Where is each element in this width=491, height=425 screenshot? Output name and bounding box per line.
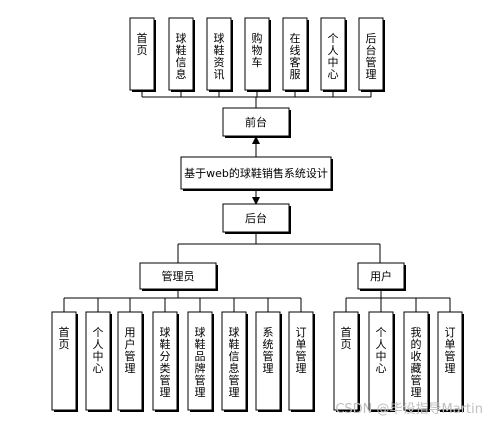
admin-module-7: 系统管理 — [255, 311, 282, 412]
admin-module-2: 个人中心 — [85, 311, 112, 412]
front-module-4-label: 购物车 — [252, 31, 263, 69]
front-module-7-label: 后台管理 — [366, 32, 377, 81]
user-module-4-label: 订单管理 — [445, 326, 456, 375]
admin-module-7-label: 系统管理 — [263, 326, 274, 375]
admin-module-6-label: 球鞋信息管理 — [229, 325, 240, 399]
admin-module-1-label: 首页 — [59, 325, 70, 351]
user-module-3: 我的收藏管理 — [403, 311, 430, 412]
center-node: 基于web的球鞋销售系统设计 — [180, 156, 333, 191]
front-module-3: 球鞋资讯 — [206, 17, 233, 92]
front-node: 前台 — [222, 107, 291, 138]
user-module-1-label: 首页 — [341, 325, 352, 351]
admin-module-3-label: 用户管理 — [125, 326, 136, 375]
user-node: 用户 — [357, 262, 406, 291]
admin-node-label: 管理员 — [162, 269, 195, 283]
front-module-2-label: 球鞋信息 — [176, 31, 187, 81]
back-node: 后台 — [222, 203, 291, 234]
user-module-3-label: 我的收藏管理 — [411, 326, 422, 399]
admin-module-5-label: 球鞋品牌管理 — [195, 325, 206, 399]
watermark: CSDN @毕设指导Martin — [335, 402, 483, 417]
admin-module-5: 球鞋品牌管理 — [187, 311, 214, 412]
admin-node: 管理员 — [139, 262, 218, 291]
front-module-6-label: 个人中心 — [328, 32, 339, 81]
front-module-5: 在线客服 — [282, 17, 309, 92]
user-node-label: 用户 — [370, 269, 392, 283]
admin-module-8: 订单管理 — [288, 311, 315, 412]
front-module-6: 个人中心 — [320, 17, 347, 92]
front-module-1-label: 首页 — [137, 31, 148, 57]
front-module-4: 购物车 — [244, 17, 271, 92]
user-module-4: 订单管理 — [437, 311, 464, 412]
admin-module-3: 用户管理 — [117, 311, 144, 412]
front-module-5-label: 在线客服 — [290, 32, 301, 81]
admin-module-8-label: 订单管理 — [296, 326, 307, 375]
front-module-1: 首页 — [129, 17, 156, 92]
user-module-1: 首页 — [333, 311, 360, 412]
center-node-label: 基于web的球鞋销售系统设计 — [184, 166, 328, 180]
admin-module-4: 球鞋分类管理 — [152, 311, 179, 412]
front-module-3-label: 球鞋资讯 — [214, 31, 225, 81]
user-module-2: 个人中心 — [368, 311, 395, 412]
user-module-2-label: 个人中心 — [376, 326, 387, 375]
front-module-2: 球鞋信息 — [168, 17, 195, 92]
admin-module-4-label: 球鞋分类管理 — [160, 325, 171, 399]
back-node-label: 后台 — [245, 211, 267, 225]
front-node-label: 前台 — [245, 115, 267, 129]
admin-module-1: 首页 — [51, 311, 78, 412]
admin-module-2-label: 个人中心 — [93, 326, 104, 375]
admin-module-6: 球鞋信息管理 — [221, 311, 248, 412]
front-module-7: 后台管理 — [358, 17, 385, 92]
